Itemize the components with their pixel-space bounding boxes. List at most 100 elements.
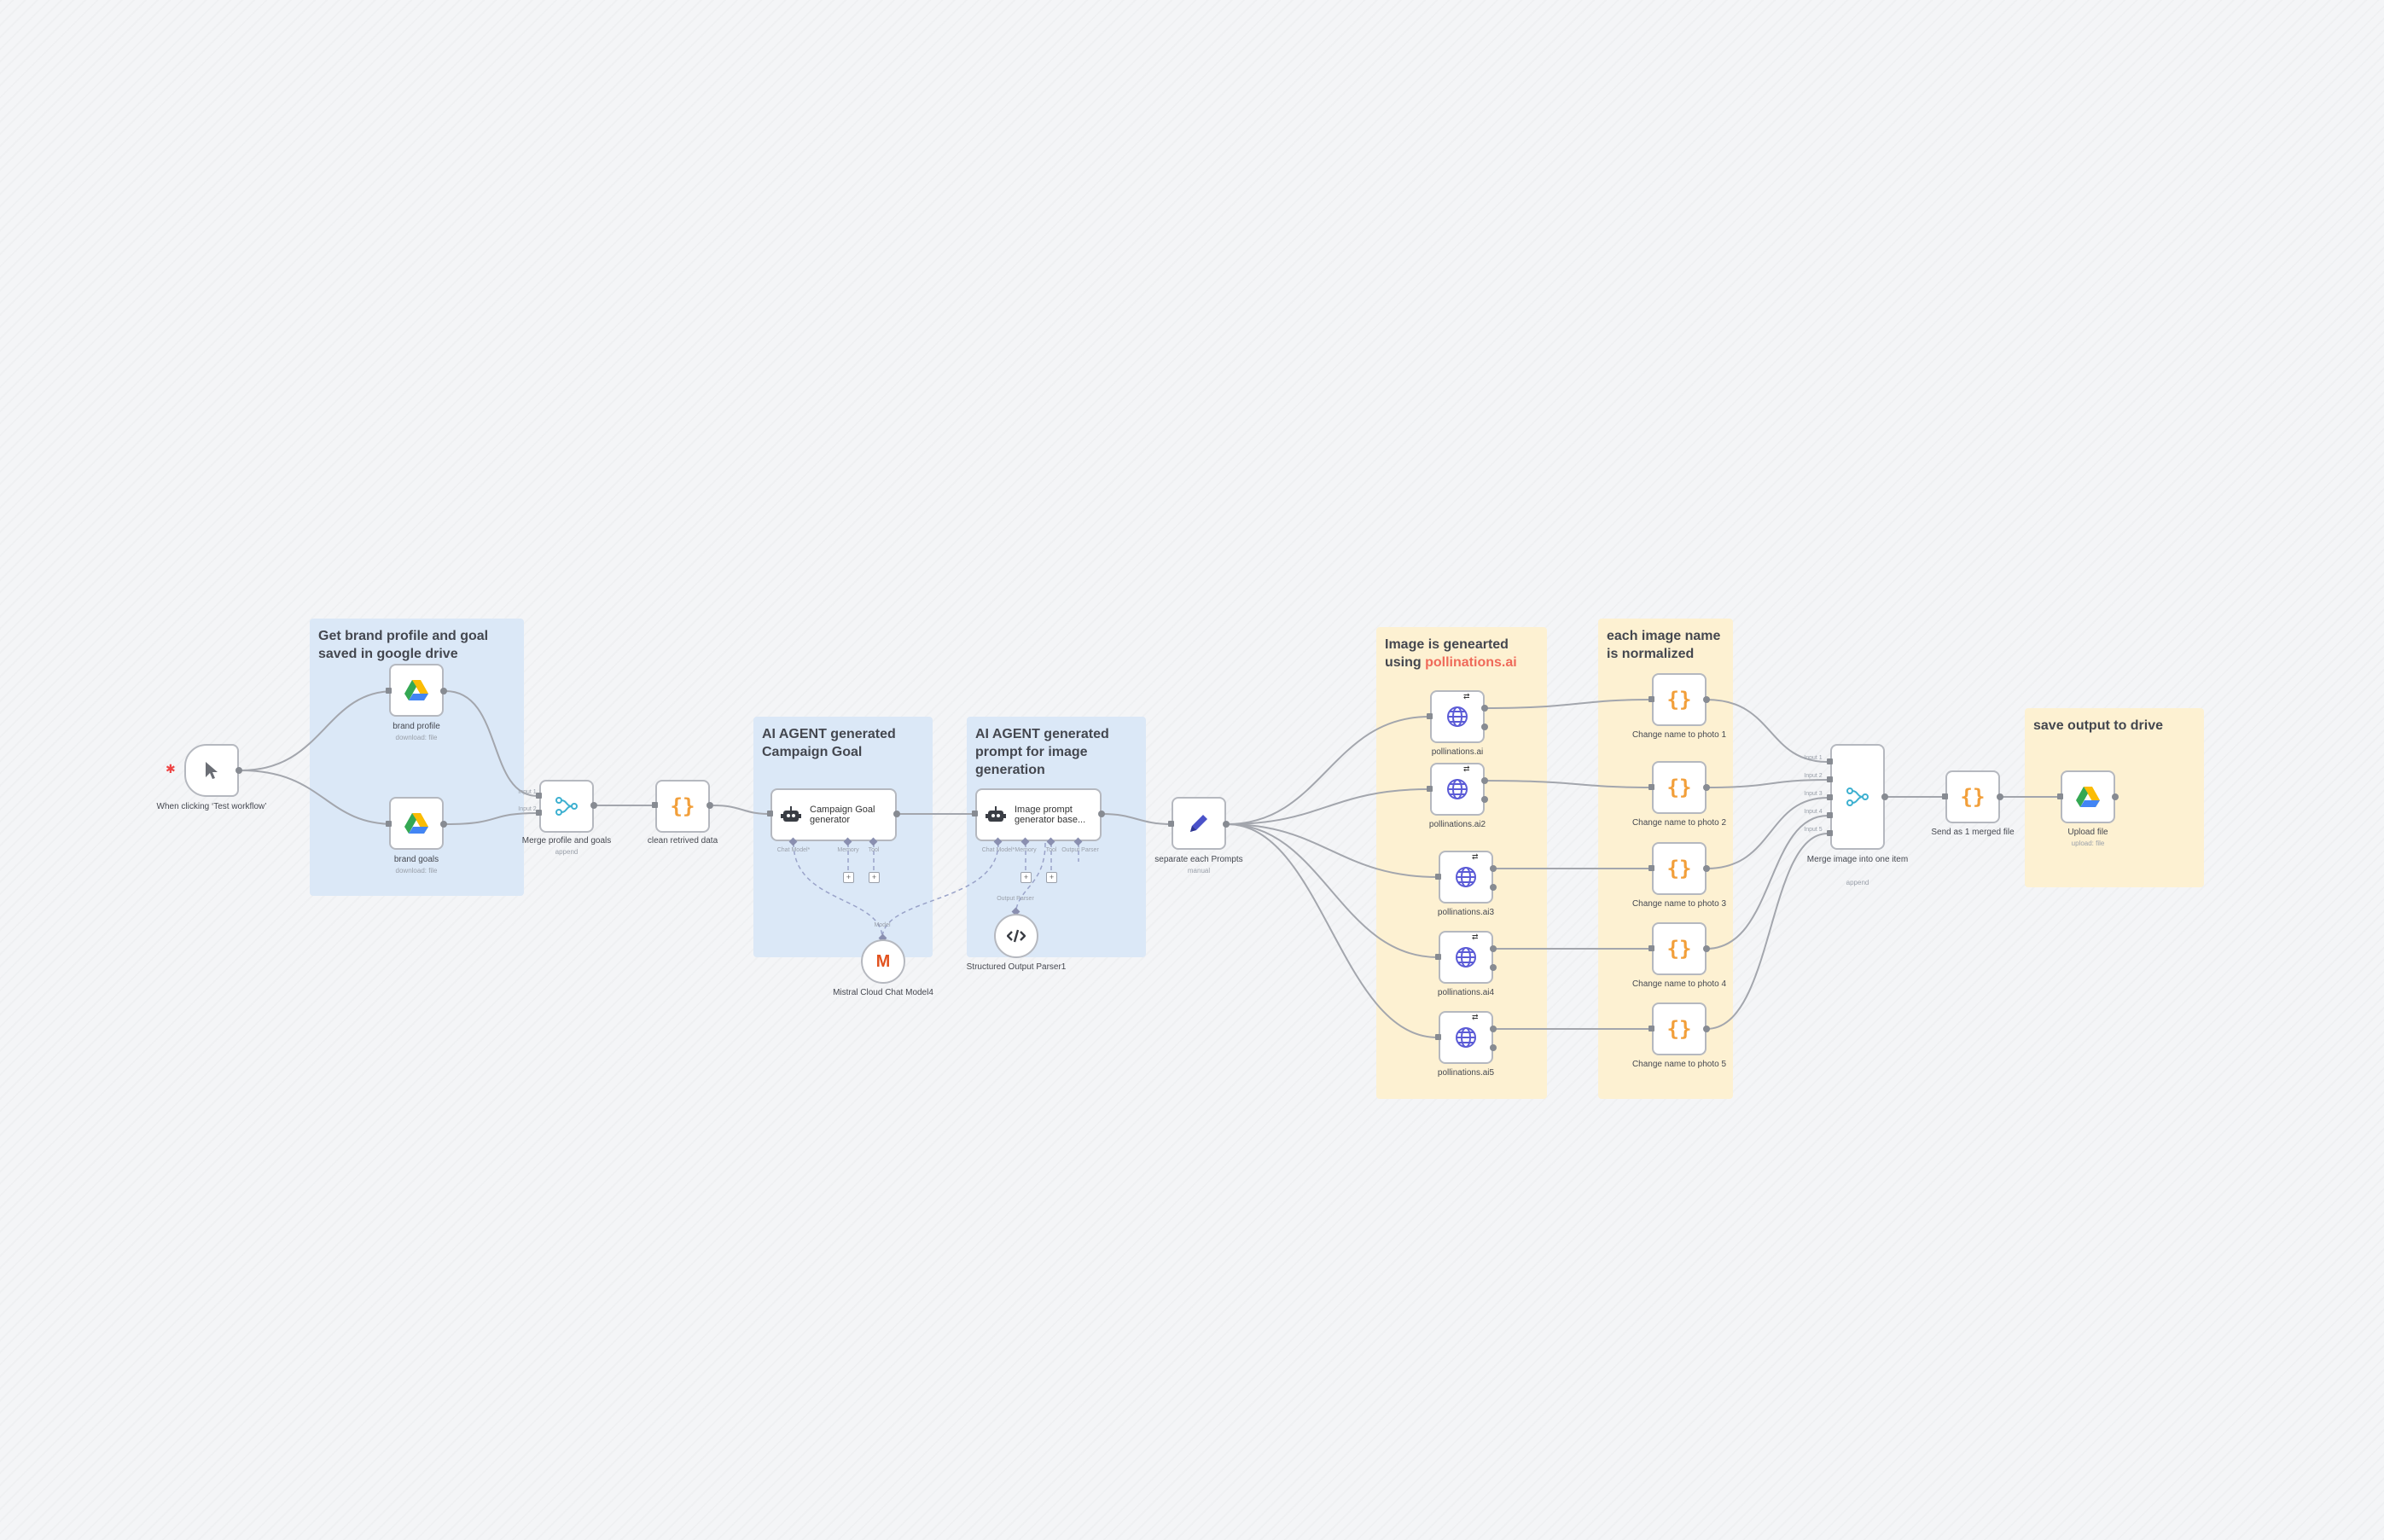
output-handle[interactable] [1490, 1026, 1497, 1032]
node-image-prompt-agent[interactable]: Image prompt generator base... [975, 788, 1102, 841]
add-memory-button[interactable]: + [1020, 872, 1032, 883]
node-change-name-2[interactable]: {} [1652, 761, 1707, 814]
input-handle[interactable] [972, 811, 978, 816]
node-merge-profile-goals[interactable] [539, 780, 594, 833]
connection-line [240, 770, 395, 825]
input-handle[interactable] [2057, 793, 2063, 799]
input-handle[interactable] [1168, 821, 1174, 827]
output-handle[interactable] [440, 688, 447, 694]
input-handle[interactable] [1827, 776, 1833, 782]
node-clean-data[interactable]: {} [655, 780, 710, 833]
node-change-name-1[interactable]: {} [1652, 673, 1707, 726]
output-handle[interactable] [440, 821, 447, 828]
node-change-name-4[interactable]: {} [1652, 922, 1707, 975]
output-handle[interactable] [1490, 884, 1497, 891]
output-handle[interactable] [1481, 724, 1488, 730]
add-tool-button[interactable]: + [1046, 872, 1057, 883]
node-label: brand goals [393, 855, 439, 864]
output-handle[interactable] [1703, 1026, 1710, 1032]
output-handle[interactable] [590, 802, 597, 809]
input-handle[interactable] [1648, 784, 1654, 790]
pollinations-link[interactable]: pollinations.ai [1425, 655, 1517, 670]
output-handle[interactable] [1490, 865, 1497, 872]
output-handle[interactable] [1881, 793, 1888, 800]
node-label: pollinations.ai4 [1437, 988, 1495, 997]
node-pollinations-3[interactable] [1439, 851, 1493, 904]
add-memory-button[interactable]: + [843, 872, 854, 883]
input-handle[interactable] [1648, 1026, 1654, 1032]
input-handle[interactable] [1648, 865, 1654, 871]
output-handle[interactable] [1481, 777, 1488, 784]
input-handle[interactable] [1435, 874, 1441, 880]
output-handle[interactable] [1223, 821, 1230, 828]
output-handle[interactable] [893, 811, 900, 817]
node-structured-output-parser[interactable] [994, 914, 1038, 958]
globe-icon [1445, 777, 1469, 801]
input-handle[interactable] [652, 802, 658, 808]
node-title: Campaign Goal generator [810, 805, 875, 825]
merge-icon [555, 796, 579, 816]
input-handle[interactable] [1427, 713, 1433, 719]
input-handle[interactable] [1427, 786, 1433, 792]
google-drive-icon [404, 679, 429, 701]
node-change-name-5[interactable]: {} [1652, 1002, 1707, 1055]
node-separate-prompts[interactable] [1172, 797, 1226, 850]
input-handle[interactable] [536, 793, 542, 799]
connection-line [1706, 815, 1829, 950]
node-sublabel: append [555, 848, 579, 856]
node-trigger[interactable] [184, 744, 239, 797]
output-handle[interactable] [1098, 811, 1105, 817]
output-handle[interactable] [1703, 865, 1710, 872]
output-handle[interactable] [235, 767, 242, 774]
input-handle[interactable] [1827, 812, 1833, 818]
output-handle[interactable] [1703, 696, 1710, 703]
connection-line [240, 690, 395, 771]
node-sublabel: download: file [395, 734, 438, 741]
node-mistral-chat-model[interactable]: M [861, 939, 905, 984]
input-handle[interactable] [1827, 758, 1833, 764]
node-pollinations-1[interactable] [1430, 690, 1485, 743]
input-handle[interactable] [1435, 954, 1441, 960]
input-handle[interactable] [1648, 696, 1654, 702]
node-merge-image[interactable] [1830, 744, 1885, 850]
node-label: separate each Prompts [1154, 855, 1243, 864]
port-label: Input 1 [518, 789, 537, 795]
input-handle[interactable] [1435, 1034, 1441, 1040]
input-handle[interactable] [1827, 830, 1833, 836]
node-pollinations-5[interactable] [1439, 1011, 1493, 1064]
sticky-title: each image name is normalized [1607, 629, 1721, 661]
output-handle[interactable] [1490, 964, 1497, 971]
node-change-name-3[interactable]: {} [1652, 842, 1707, 895]
braces-icon: {} [1666, 857, 1692, 880]
node-campaign-goal-agent[interactable]: Campaign Goal generator [770, 788, 897, 841]
node-pollinations-2[interactable] [1430, 763, 1485, 816]
node-brand-profile[interactable] [389, 664, 444, 717]
connection-line [1226, 823, 1439, 958]
output-handle[interactable] [1490, 1044, 1497, 1051]
node-send-merged[interactable]: {} [1945, 770, 2000, 823]
connection-line [1226, 716, 1430, 825]
output-handle[interactable] [2112, 793, 2119, 800]
input-handle[interactable] [386, 688, 392, 694]
output-handle[interactable] [1481, 705, 1488, 712]
input-handle[interactable] [1827, 794, 1833, 800]
input-handle[interactable] [767, 811, 773, 816]
input-handle[interactable] [1648, 945, 1654, 951]
add-tool-button[interactable]: + [869, 872, 880, 883]
output-handle[interactable] [706, 802, 713, 809]
output-handle[interactable] [1490, 945, 1497, 952]
output-handle[interactable] [1481, 796, 1488, 803]
port-label: Input 1 [1804, 755, 1823, 761]
output-handle[interactable] [1997, 793, 2003, 800]
input-handle[interactable] [1942, 793, 1948, 799]
node-upload-file[interactable] [2061, 770, 2115, 823]
node-label: brand profile [392, 722, 440, 731]
node-pollinations-4[interactable] [1439, 931, 1493, 984]
output-handle[interactable] [1703, 784, 1710, 791]
input-handle[interactable] [536, 810, 542, 816]
node-brand-goals[interactable] [389, 797, 444, 850]
input-handle[interactable] [386, 821, 392, 827]
output-handle[interactable] [1703, 945, 1710, 952]
connection-line [1226, 823, 1439, 878]
